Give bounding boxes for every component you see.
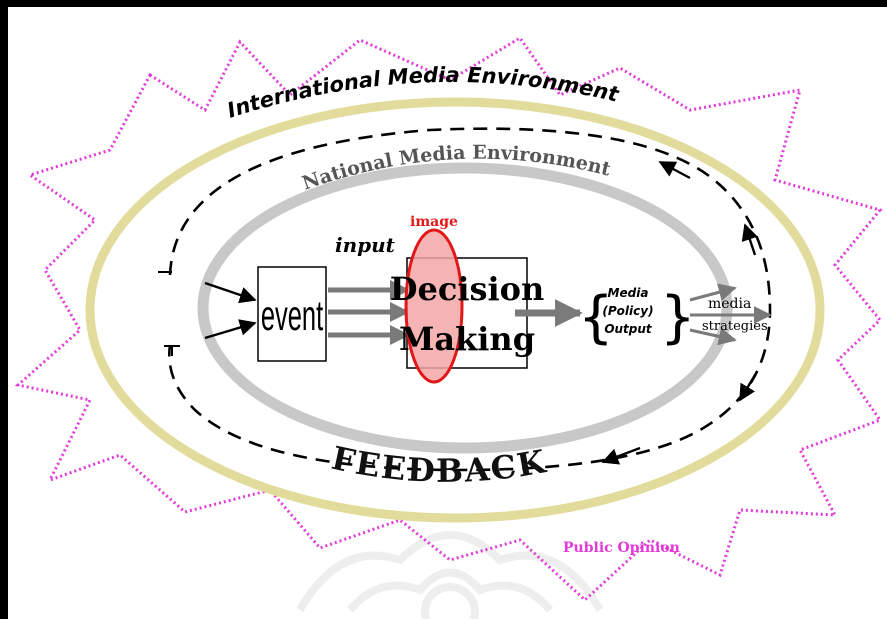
feedback-arrow-right-upper [741, 223, 758, 256]
watermark-ornament [296, 531, 604, 619]
feedback-dashed-loop [168, 127, 772, 472]
event-label: event [261, 292, 324, 339]
strategies-label-line1: media [708, 296, 751, 312]
strategy-arrow-up [689, 283, 737, 302]
feedback-arrow-right-lower [738, 374, 757, 402]
output-brace-right: } [660, 285, 696, 350]
public-opinion-label: Public Opinion [563, 540, 680, 556]
event-input-arrow-top [204, 281, 257, 304]
national-media-ring [197, 162, 733, 454]
input-label: input [335, 233, 396, 257]
international-media-ring [85, 97, 825, 523]
feedback-arrow-bottom [601, 446, 641, 465]
decision-label-line2: Making [399, 320, 535, 358]
output-label-line1: Media [608, 286, 649, 300]
event-input-arrow-bottom [204, 319, 257, 340]
strategy-arrow-down [689, 327, 737, 346]
decision-label-line1: Decision [390, 270, 545, 308]
output-label-line3: Output [604, 322, 653, 336]
output-brace-left: { [578, 285, 614, 350]
strategies-label-line2: strategies [702, 319, 768, 334]
output-label-line2: (Policy) [602, 304, 653, 318]
image-label: image [410, 214, 458, 230]
public-opinion-starburst [14, 35, 883, 603]
feedback-arrow-top [658, 160, 691, 180]
top-frame-border [0, 0, 887, 7]
image-oval [404, 228, 464, 384]
event-box [257, 266, 327, 362]
left-frame-border [0, 0, 8, 619]
